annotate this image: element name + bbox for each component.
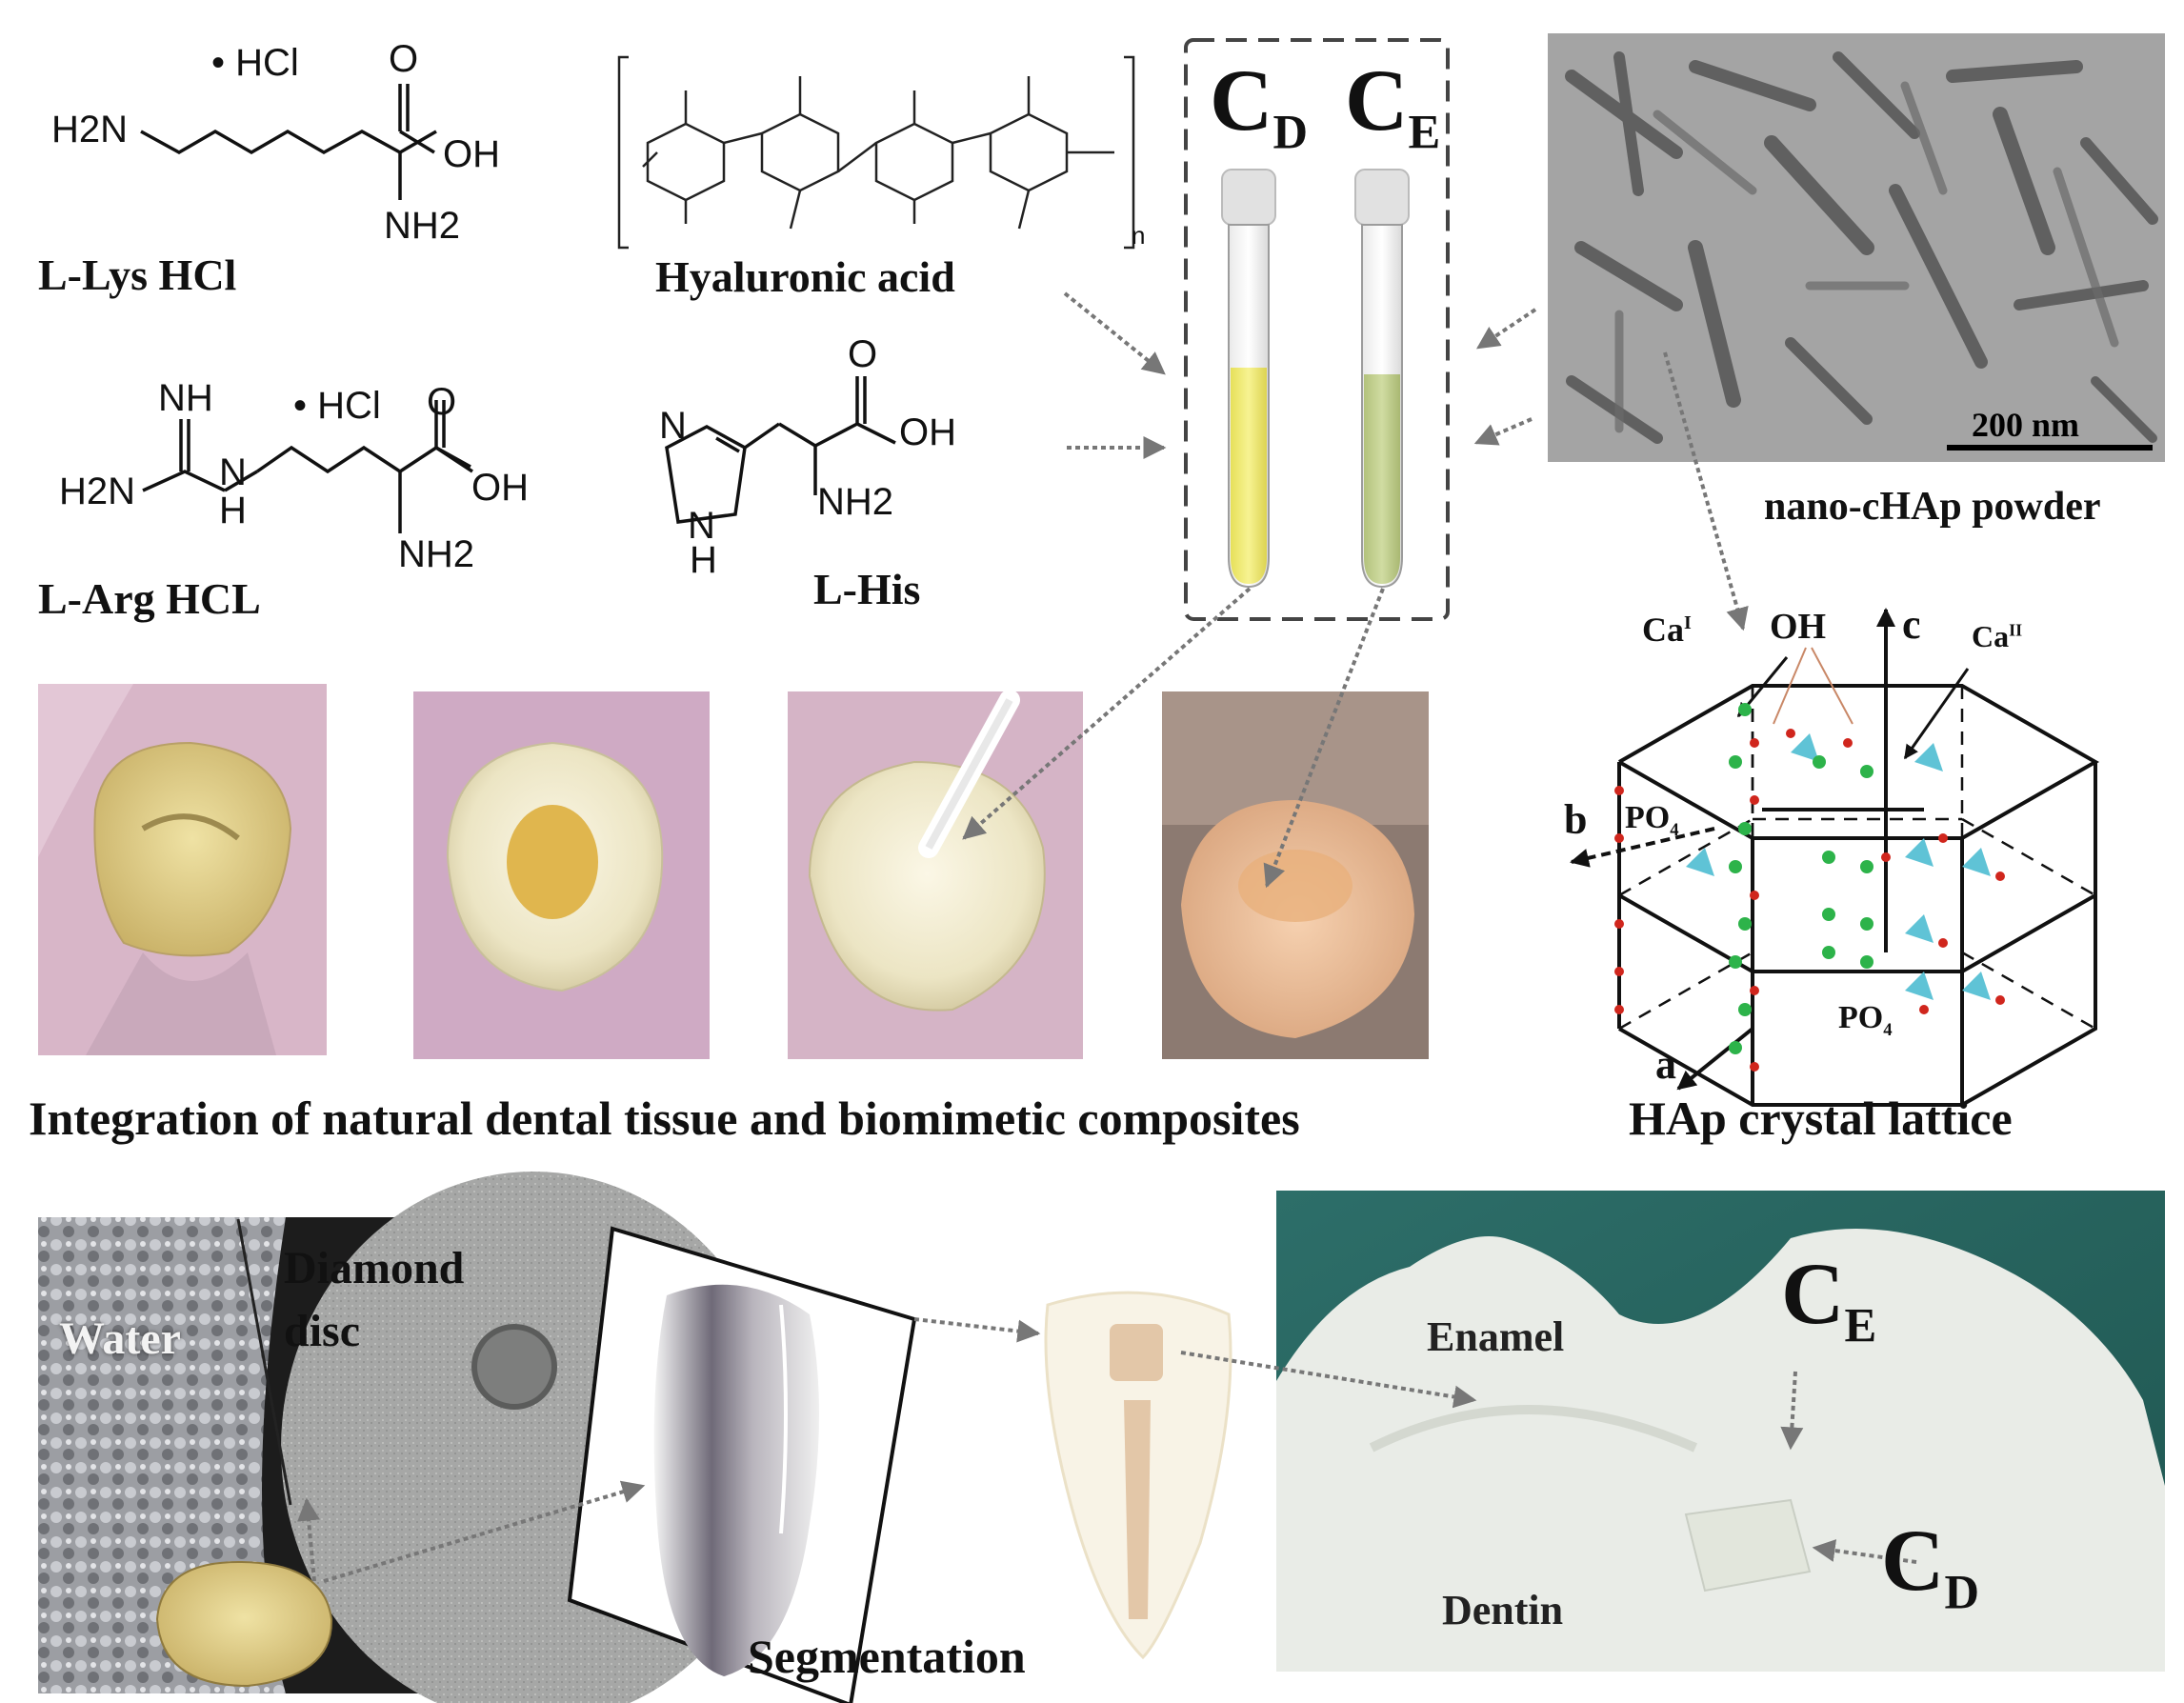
tooth-photo-1: [38, 684, 327, 1055]
his-structure: [665, 376, 896, 524]
tem-scale: 200 nm: [1972, 406, 2080, 444]
lys-h2n: H2N: [51, 109, 129, 150]
arg-h: H: [219, 490, 247, 531]
ha-name: Hyaluronic acid: [655, 252, 955, 301]
lattice-caption: HAp crystal lattice: [1629, 1092, 2013, 1145]
tooth-photo-3: [788, 690, 1083, 1059]
lattice-po4-bottom: PO4: [1838, 1000, 1893, 1040]
lattice-oh: OH: [1770, 607, 1827, 647]
lys-oh: OH: [443, 133, 500, 175]
tube-frame: [1184, 38, 1450, 621]
enamel-label: Enamel: [1427, 1313, 1565, 1360]
lys-structure: [140, 84, 437, 200]
cd-label: CD: [1881, 1512, 1979, 1619]
lattice-axis-a: a: [1655, 1041, 1676, 1088]
water-label: Water: [59, 1313, 181, 1364]
arg-salt: • HCl: [293, 385, 381, 427]
tube-ce: [1354, 169, 1410, 589]
teal-photo: [1276, 1191, 2165, 1672]
arg-name: L-Arg HCL: [38, 574, 261, 623]
his-h: H: [690, 539, 717, 581]
lattice-axis-c: c: [1902, 601, 1921, 648]
diamond-label-line1: Diamond: [284, 1243, 465, 1293]
tooth-photo-4: [1162, 691, 1429, 1059]
segmentation-label: Segmentation: [748, 1630, 1026, 1683]
lys-name: L-Lys HCl: [38, 250, 237, 299]
his-nh2: NH2: [817, 481, 894, 523]
his-o: O: [848, 333, 878, 375]
cutting-photo: [38, 1172, 786, 1703]
arg-o: O: [427, 381, 457, 423]
diamond-label-line2: disc: [284, 1306, 361, 1356]
lattice-axis-b: b: [1564, 796, 1588, 843]
dentin-label: Dentin: [1442, 1587, 1564, 1633]
ha-n: n: [1132, 221, 1146, 250]
arg-nh2: NH2: [398, 533, 475, 575]
tem-caption: nano-cHAp powder: [1764, 485, 2101, 529]
hap-lattice: [1570, 608, 2100, 1107]
his-name: L-His: [813, 565, 921, 613]
tooth-photo-2: [413, 691, 710, 1059]
tube-ce-label: CE: [1345, 51, 1441, 159]
tube-cd-label: CD: [1210, 51, 1308, 159]
tube-cd: [1221, 169, 1276, 589]
segmentation-graphic: [567, 1226, 917, 1703]
his-n: N: [659, 405, 687, 447]
arg-n: N: [219, 451, 247, 493]
lys-o: O: [389, 38, 419, 80]
teeth-caption: Integration of natural dental tissue and…: [29, 1092, 1300, 1145]
lattice-ca1: CaI: [1642, 611, 1692, 649]
his-oh: OH: [899, 411, 956, 453]
arg-oh: OH: [471, 467, 529, 509]
his-nh: N: [688, 505, 715, 547]
lattice-po4-top: PO4: [1625, 800, 1679, 840]
lattice-ca2: CaII: [1972, 619, 2023, 653]
arg-h2n: H2N: [59, 471, 136, 512]
lys-nh2: NH2: [384, 205, 461, 247]
tem-image: [1548, 33, 2165, 462]
lys-salt: • HCl: [211, 42, 299, 84]
arrows: [297, 291, 1917, 1583]
tooth-section: [1044, 1291, 1232, 1660]
arg-structure: [142, 400, 473, 533]
ha-structure: [617, 55, 1135, 250]
ce-label: CE: [1781, 1245, 1877, 1352]
arg-nh: NH: [158, 377, 213, 419]
